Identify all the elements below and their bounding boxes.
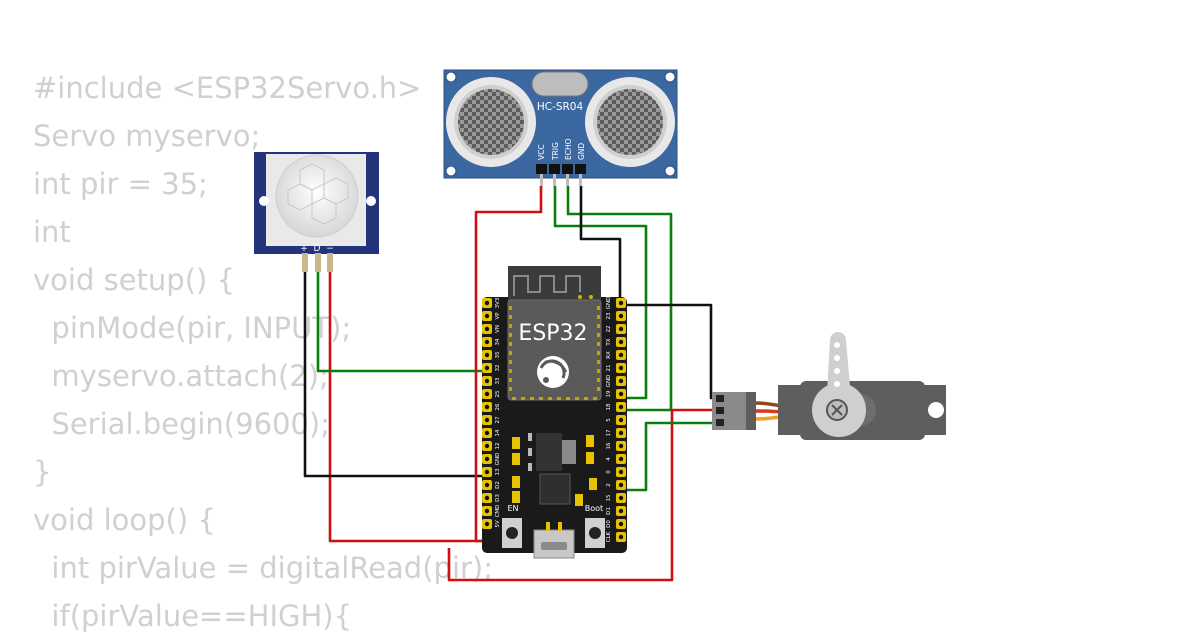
wire-servo-vcc[interactable] — [447, 408, 720, 582]
wire-hcsr04-vcc[interactable] — [474, 186, 543, 543]
code-line: void setup() { — [33, 263, 235, 297]
esp32-usb-uart-chip — [512, 473, 597, 506]
esp32-pin-label: 15 — [606, 494, 612, 501]
esp32-pin-label: 35 — [495, 351, 501, 358]
esp32-pin-label: 22 — [606, 326, 612, 333]
code-line: int pirValue = digitalRead(pir); — [33, 551, 494, 585]
wire-hcsr04-echo[interactable] — [566, 186, 673, 412]
esp32-pin-label: 17 — [606, 429, 612, 436]
hcsr04-pin-label: TRIG — [551, 142, 560, 161]
pir-pin-label: D — [314, 244, 321, 254]
esp32-pin-label: 3V3 — [495, 297, 501, 308]
transducer-right — [585, 77, 675, 167]
esp32-en-label: EN — [507, 504, 518, 513]
esp32-pin-label: TX — [606, 338, 612, 346]
esp32-pin-label: 33 — [495, 377, 501, 384]
transducer-left — [446, 77, 536, 167]
esp32-pin-label: GND — [495, 453, 501, 466]
servo-motor[interactable] — [778, 332, 946, 440]
esp32-pin-label: VN — [495, 325, 501, 333]
esp32-pin-label: 4 — [606, 457, 612, 461]
esp32-label: ESP32 — [518, 321, 587, 346]
esp32-pin-label: 18 — [606, 403, 612, 410]
wire-pir-vcc[interactable] — [328, 272, 487, 543]
code-line: } — [33, 455, 52, 489]
code-line: Serial.begin(9600); — [33, 407, 331, 441]
esp32-pin-label: GND — [606, 297, 612, 310]
esp32-pin-label: D2 — [495, 481, 501, 489]
ultrasonic-sensor-hcsr04[interactable]: HC-SR04 VCC TRIG ECHO GND — [443, 69, 678, 186]
code-line: int pir = 35; — [33, 167, 208, 201]
esp32-pin-label: VP — [495, 312, 501, 320]
code-line: Servo myservo; — [33, 119, 261, 153]
esp32-pin-label: 32 — [495, 365, 501, 372]
esp32-pin-label: 16 — [606, 442, 612, 449]
code-line: #include <ESP32Servo.h> — [33, 71, 422, 105]
esp32-pin-label: 13 — [495, 468, 501, 475]
wire-servo-signal[interactable] — [621, 421, 720, 492]
wire-hcsr04-trig[interactable] — [553, 186, 648, 400]
esp32-pin-label: 23 — [606, 312, 612, 319]
esp32-pin-label: 2 — [606, 483, 612, 487]
pir-pin-labels: + D− — [300, 244, 334, 254]
esp32-pin-label: 27 — [495, 416, 501, 423]
code-line: int — [33, 215, 71, 249]
esp32-pin-label: RX — [606, 351, 612, 359]
hcsr04-label: HC-SR04 — [537, 101, 584, 113]
wire-hcsr04-gnd[interactable] — [579, 186, 622, 305]
espressif-logo-icon — [537, 356, 569, 388]
esp32-pin-label: 34 — [495, 338, 501, 345]
usb-port — [533, 522, 575, 559]
esp32-pin-label: 26 — [495, 403, 501, 410]
esp32-pin-label: 14 — [495, 429, 501, 436]
esp32-pin-label: 12 — [495, 443, 501, 450]
pir-pin-label: + — [300, 244, 308, 254]
boot-button[interactable] — [585, 518, 605, 548]
esp32-pin-label: 21 — [606, 365, 612, 372]
hcsr04-pin-labels: VCC TRIG ECHO GND — [537, 138, 586, 161]
hcsr04-pin-label: GND — [577, 143, 586, 160]
wire-pir-data[interactable] — [316, 272, 487, 373]
esp32-pin-label: 19 — [606, 390, 612, 397]
pir-lens-facets — [287, 163, 349, 225]
hcsr04-pin-label: ECHO — [564, 138, 573, 160]
code-line: void loop() { — [33, 503, 216, 537]
hcsr04-pin-label: VCC — [537, 144, 546, 160]
esp32-pin-label: D1 — [606, 507, 612, 515]
esp32-pin-label: 0 — [606, 470, 612, 474]
esp32-pin-label: D3 — [495, 494, 501, 502]
servo-screw-icon — [826, 399, 848, 421]
esp32-regulator — [512, 433, 594, 471]
esp32-module-shield — [507, 299, 602, 401]
code-line: pinMode(pir, INPUT); — [33, 311, 352, 345]
pir-pin-label: − — [326, 244, 334, 254]
esp32-pin-label: CLK — [606, 531, 612, 542]
esp32-pin-label: CMD — [495, 505, 501, 518]
code-line: if(pirValue==HIGH){ — [33, 599, 353, 633]
hcsr04-headers — [536, 164, 586, 186]
pir-dome — [275, 154, 359, 238]
esp32-boot-label: Boot — [585, 504, 603, 513]
en-button[interactable] — [502, 518, 522, 548]
esp32-pin-label: D0 — [606, 520, 612, 528]
wire-pir-gnd[interactable] — [303, 272, 487, 478]
esp32-pin-label: GND — [606, 375, 612, 388]
code-background: #include <ESP32Servo.h> Servo myservo; int… — [33, 64, 493, 640]
code-line: myservo.attach(2); — [33, 359, 329, 393]
pir-motion-sensor[interactable]: + D− — [254, 152, 379, 272]
esp32-pin-label: 5 — [606, 418, 612, 422]
esp32-devkit-board[interactable]: ESP32 EN Boot — [482, 266, 627, 559]
esp32-pin-label: 5V — [495, 520, 501, 527]
esp32-pin-label: 25 — [495, 390, 501, 397]
